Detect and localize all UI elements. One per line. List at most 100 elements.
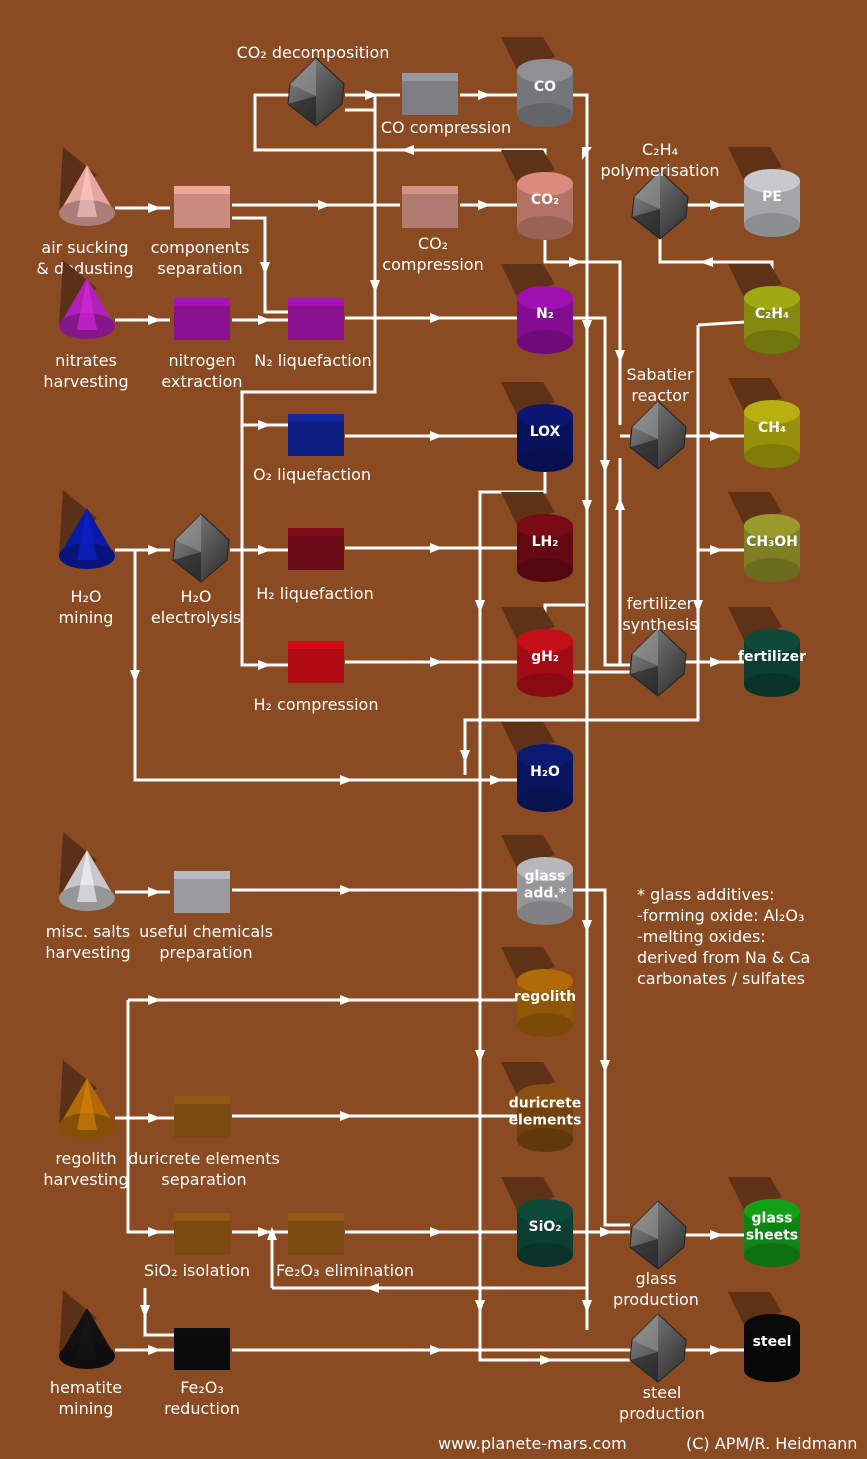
arrowhead <box>475 1300 485 1313</box>
arrowhead <box>600 460 610 473</box>
cylinder-bottom <box>517 788 573 812</box>
arrowhead <box>366 1283 379 1293</box>
arrowhead <box>370 280 380 293</box>
octahedron-facet <box>632 209 660 239</box>
arrowhead <box>478 90 491 100</box>
process-label: air sucking <box>41 238 128 257</box>
arrowhead <box>258 545 271 555</box>
product-label: CO <box>534 79 556 95</box>
product-ch3oh: CH₃OH <box>728 492 800 582</box>
cylinder-bottom <box>744 673 800 697</box>
product-steel: steel <box>728 1292 800 1382</box>
arrowhead <box>710 657 723 667</box>
arrowhead <box>710 431 723 441</box>
arrowhead <box>260 262 270 275</box>
arrowhead <box>582 320 592 333</box>
footnote-line: derived from Na & Ca <box>637 948 810 967</box>
octahedron-facet <box>632 1201 658 1239</box>
box-top <box>288 528 344 536</box>
cylinder-shadow <box>501 835 555 868</box>
process-label: regolith <box>55 1149 116 1168</box>
arrowhead <box>600 1060 610 1073</box>
box-top <box>174 871 230 879</box>
product-label: CO₂ <box>531 192 559 208</box>
process-fe2o3-elimination: Fe₂O₃ elimination <box>276 1213 414 1280</box>
process-label: steel <box>643 1383 682 1402</box>
process-label: CO compression <box>381 118 511 137</box>
arrowhead <box>582 1300 592 1313</box>
product-co2: CO₂ <box>501 150 573 240</box>
octahedron-facet <box>173 552 201 582</box>
arrowhead <box>258 1227 271 1237</box>
cone-shadow <box>59 1060 97 1126</box>
product-label: glass <box>752 1211 793 1227</box>
arrowhead <box>430 1345 443 1355</box>
arrowhead <box>615 350 625 363</box>
cylinder-bottom <box>744 1358 800 1382</box>
arrowhead <box>475 1050 485 1063</box>
cylinder-top <box>744 286 800 310</box>
process-label: CO₂ <box>418 234 448 253</box>
process-label: SiO₂ isolation <box>144 1261 250 1280</box>
process-label: mining <box>59 608 114 627</box>
box-top <box>174 1328 230 1336</box>
octahedron-facet <box>634 171 660 209</box>
product-label: add.* <box>524 886 567 902</box>
cone-shadow <box>59 260 97 326</box>
arrowhead <box>258 315 271 325</box>
product-label: duricrete <box>509 1096 582 1112</box>
octahedron-facet <box>175 514 201 552</box>
arrowhead <box>430 1227 443 1237</box>
octahedron-facet <box>632 628 658 666</box>
footnote-line: carbonates / sulfates <box>637 969 805 988</box>
cylinder-bottom <box>517 901 573 925</box>
box-top <box>174 1096 230 1104</box>
arrowhead <box>258 660 271 670</box>
cylinder-top <box>744 169 800 193</box>
process-h2-compression: H₂ compression <box>254 641 379 714</box>
process-label: fertilizer <box>627 594 694 613</box>
arrowhead <box>148 1113 161 1123</box>
process-label: Fe₂O₃ elimination <box>276 1261 414 1280</box>
arrowhead <box>430 313 443 323</box>
box-top <box>402 73 458 81</box>
process-label: reduction <box>164 1399 240 1418</box>
cylinder-top <box>517 629 573 653</box>
process-label: H₂ compression <box>254 695 379 714</box>
octahedron-facet <box>290 58 316 96</box>
cone-shadow <box>59 1290 97 1356</box>
cone-highlight <box>77 508 97 560</box>
arrowheads <box>130 90 723 1365</box>
cylinder-bottom <box>744 444 800 468</box>
cylinder-shadow <box>501 264 555 297</box>
cylinder-top <box>744 1314 800 1338</box>
arrowhead <box>710 1230 723 1240</box>
arrowhead <box>258 420 271 430</box>
arrowhead <box>693 600 703 613</box>
arrowhead <box>582 920 592 933</box>
cylinder-bottom <box>517 673 573 697</box>
arrowhead <box>148 995 161 1005</box>
product-regolith: regolith <box>501 947 576 1037</box>
process-label: mining <box>59 1399 114 1418</box>
arrowhead <box>710 545 723 555</box>
process-air-sucking: air sucking& dedusting <box>36 147 134 278</box>
arrowhead <box>478 200 491 210</box>
arrowhead <box>148 545 161 555</box>
cylinder-top <box>517 969 573 993</box>
cylinder-shadow <box>501 607 555 640</box>
arrowhead <box>475 600 485 613</box>
arrowhead <box>340 885 353 895</box>
process-label: polymerisation <box>600 161 719 180</box>
flow-line <box>697 320 746 327</box>
process-label: Sabatier <box>626 365 693 384</box>
product-label: elements <box>509 1113 582 1129</box>
box-top <box>174 1213 230 1221</box>
process-label: O₂ liquefaction <box>253 465 371 484</box>
box-top <box>174 186 230 194</box>
